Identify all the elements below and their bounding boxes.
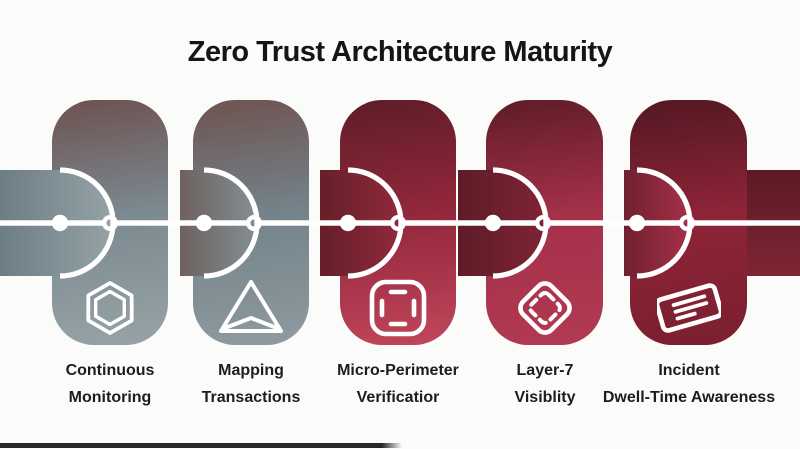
stage-label-line: Monitoring xyxy=(68,389,152,406)
ticket-icon xyxy=(657,283,721,333)
stage-label-line: Transactions xyxy=(201,389,301,406)
stage-label-line: Verificatior xyxy=(356,389,440,406)
hexagon-icon xyxy=(86,281,134,335)
stage-label-line: Layer-7 xyxy=(516,362,574,379)
stage-label-line: Micro-Perimeter xyxy=(337,362,459,379)
stage-label-4: Layer-7 Visiblity xyxy=(425,357,665,411)
stage-label-line: Mapping xyxy=(218,362,284,379)
scan-frame-icon xyxy=(369,279,427,337)
navigation-triangle-icon xyxy=(219,280,283,333)
page-title: Zero Trust Architecture Maturity xyxy=(187,36,613,68)
diamond-dashed-icon xyxy=(518,281,572,335)
stage-label-line: Continuous xyxy=(65,362,155,379)
stage-label-3: Micro-Perimeter Verificatior xyxy=(278,357,518,411)
stage-label-1: Continuous Monitoring xyxy=(0,357,230,411)
stage-label-line: Incident xyxy=(658,362,720,379)
stage-label-line: Visiblity xyxy=(514,389,576,406)
bottom-progress-bar xyxy=(0,443,402,448)
timeline-exit-band xyxy=(747,170,800,276)
stage-label-line: Dwell-Time Awareness xyxy=(602,389,776,406)
stage-label-5: Incident Dwell-Time Awareness xyxy=(569,357,800,411)
stage-label-2: Mapping Transactions xyxy=(131,357,371,411)
